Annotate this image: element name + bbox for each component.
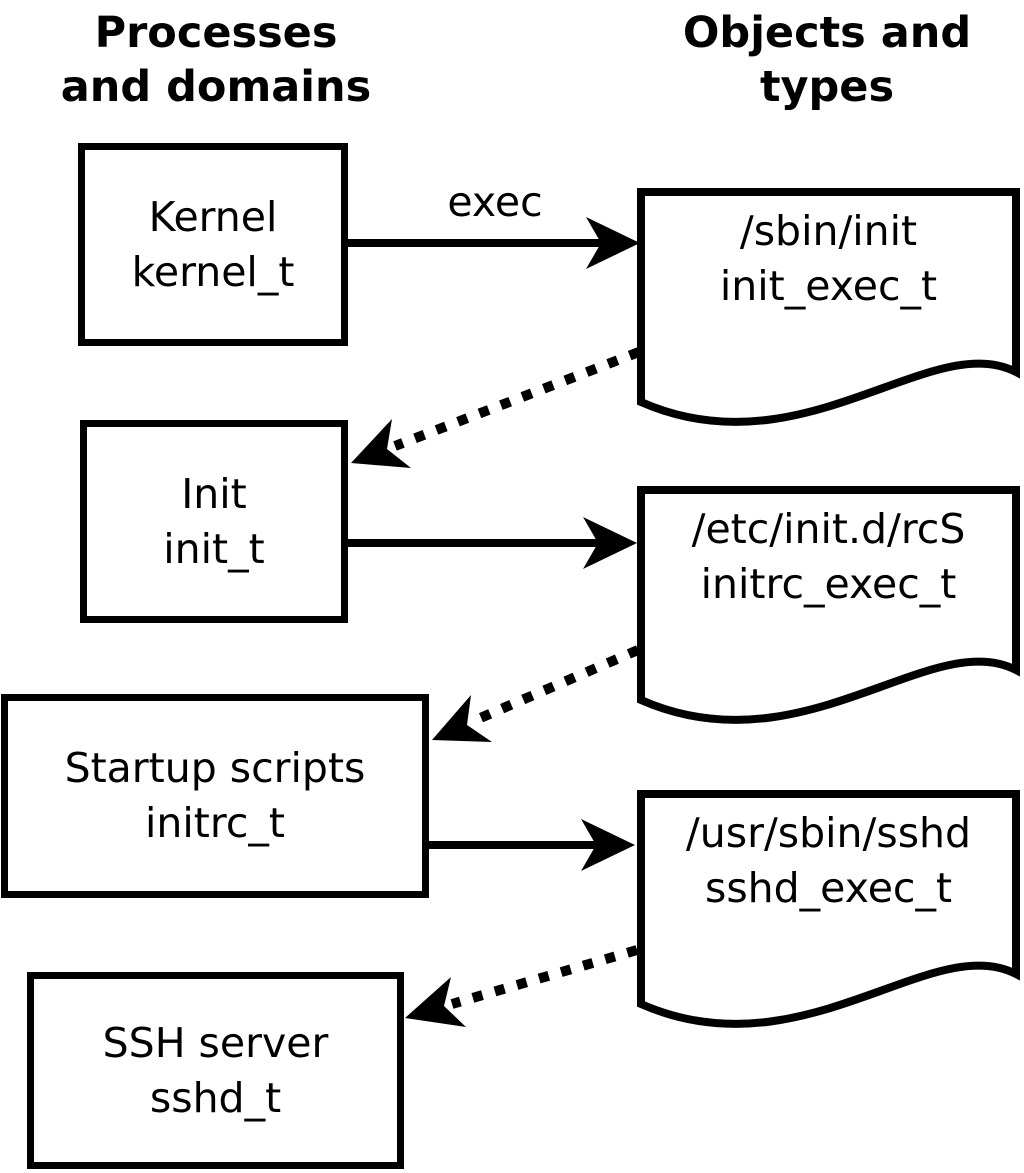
exec-arrow-startup-to-sshd — [429, 819, 635, 871]
left-column-header: Processes and domains — [60, 8, 372, 113]
object-type: initrc_exec_t — [700, 559, 957, 608]
object-type: sshd_exec_t — [704, 863, 953, 912]
object-doc-sbin-init: /sbin/init init_exec_t — [637, 188, 1020, 438]
arrowhead-icon — [581, 819, 635, 871]
object-path: /sbin/init — [739, 207, 918, 255]
object-path: /etc/init.d/rcS — [691, 505, 966, 553]
arrowhead-icon — [351, 419, 411, 468]
right-column-header: Objects and types — [682, 8, 972, 113]
process-domain: sshd_t — [149, 1073, 282, 1122]
process-box-kernel: Kernel kernel_t — [78, 143, 348, 346]
arrowhead-icon — [586, 217, 640, 269]
process-name: Kernel — [148, 192, 278, 241]
exec-arrow-init-to-rcs — [348, 517, 637, 569]
transition-arrow-sshd-to-ssh-server — [405, 945, 639, 1027]
transition-arrow-rcs-to-startup-scripts — [432, 645, 640, 742]
object-type: init_exec_t — [719, 261, 938, 310]
process-domain: kernel_t — [131, 247, 295, 296]
document-shape-icon — [637, 486, 1020, 724]
object-path: /usr/sbin/sshd — [685, 809, 972, 857]
process-name: SSH server — [102, 1018, 329, 1067]
process-name: Init — [181, 469, 247, 518]
process-domain: initrc_t — [145, 799, 285, 847]
transition-arrow-sbin-init-to-init — [351, 347, 641, 468]
process-box-ssh-server: SSH server sshd_t — [27, 972, 404, 1169]
exec-arrow-label: exec — [447, 178, 543, 226]
document-shape-icon — [637, 188, 1020, 426]
arrowhead-icon — [432, 695, 492, 742]
document-shape-icon — [637, 790, 1020, 1028]
arrowhead-icon — [405, 977, 466, 1027]
object-doc-etc-initd-rcs: /etc/init.d/rcS initrc_exec_t — [637, 486, 1020, 736]
process-box-init: Init init_t — [80, 420, 348, 623]
object-doc-usr-sbin-sshd: /usr/sbin/sshd sshd_exec_t — [637, 790, 1020, 1040]
process-name: Startup scripts — [64, 744, 366, 793]
process-domain: init_t — [163, 524, 265, 573]
process-box-startup-scripts: Startup scripts initrc_t — [1, 694, 429, 898]
arrowhead-icon — [583, 517, 637, 569]
